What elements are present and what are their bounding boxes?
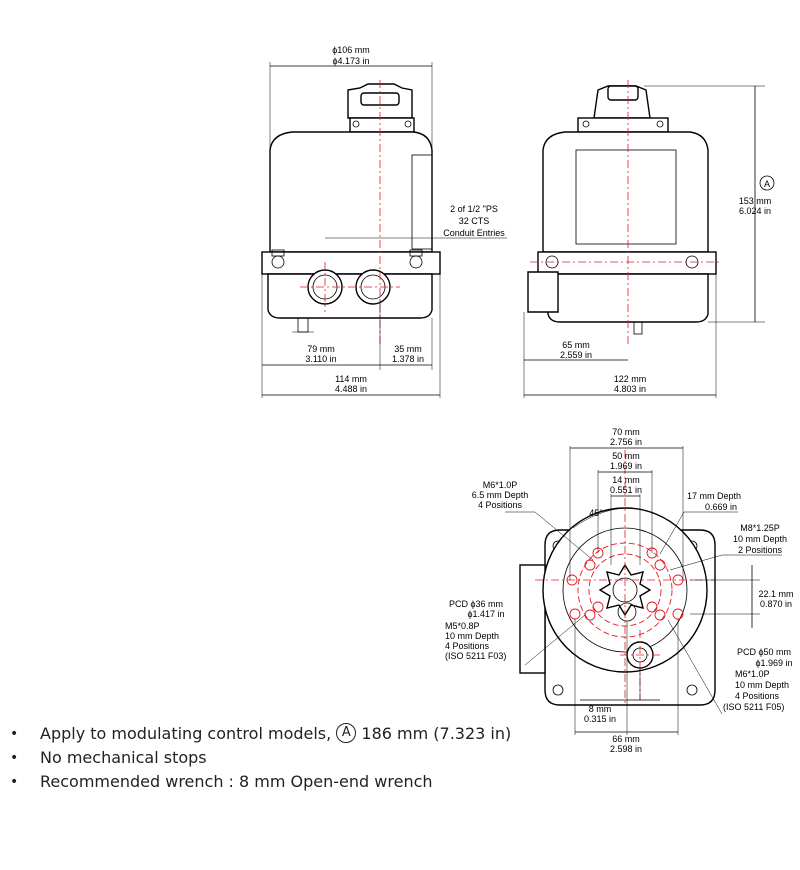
note-2-text: No mechanical stops (40, 748, 207, 767)
pcd50-label-2: ϕ1.969 in (755, 658, 792, 668)
pcd36-label-2: ϕ1.417 in (467, 609, 504, 619)
dim-70-in: 2.756 in (610, 437, 642, 447)
dim-top-width-in: ϕ4.173 in (332, 56, 369, 66)
dim-65-in: 2.559 in (560, 350, 592, 360)
dim-122-in: 4.803 in (614, 384, 646, 394)
note-no-stops: No mechanical stops (10, 746, 511, 770)
m5-label-4: (ISO 5211 F03) (445, 651, 506, 661)
m6b-label-1: M6*1.0P (735, 669, 770, 679)
side-view: A 153 mm 6.024 in 65 mm 2.559 in 122 mm … (523, 80, 775, 398)
m6-label-2: 6.5 mm Depth (472, 490, 529, 500)
dim-8-in: 0.315 in (584, 714, 616, 724)
dim-35-mm: 35 mm (394, 344, 422, 354)
dim-79-in: 3.110 in (305, 354, 336, 364)
dim-top-width-mm: ϕ106 mm (332, 45, 370, 55)
conduit-label-2: 32 CTS (459, 216, 490, 226)
bottom-view: 70 mm 2.756 in 50 mm 1.969 in 14 mm 0.55… (445, 427, 794, 754)
note-1-text: Apply to modulating control models, (40, 724, 332, 743)
dim-65-mm: 65 mm (562, 340, 590, 350)
circle-a-marker: A (336, 723, 357, 743)
conduit-label-1: 2 of 1/2 "PS (450, 204, 498, 214)
m6b-label-4: (ISO 5211 F05) (723, 702, 784, 712)
note-wrench: Recommended wrench : 8 mm Open-end wrenc… (10, 770, 511, 794)
dim-22-in: 0.870 in (760, 599, 792, 609)
m8-label-3: 2 Positions (738, 545, 783, 555)
notes-list: Apply to modulating control models, A 18… (10, 722, 511, 794)
dim-70-mm: 70 mm (612, 427, 640, 437)
conduit-label-3: Conduit Entries (443, 228, 505, 238)
circle-a-label: A (764, 179, 770, 189)
dim-22-mm: 22.1 mm (758, 589, 793, 599)
dim-153-in: 6.024 in (739, 206, 771, 216)
angle-45-label: 45° (589, 508, 603, 518)
m8-label-1: M8*1.25P (740, 523, 780, 533)
m5-label-2: 10 mm Depth (445, 631, 499, 641)
m5-label-1: M5*0.8P (445, 621, 480, 631)
dim-66-mm: 66 mm (612, 734, 640, 744)
pcd50-label-1: PCD ϕ50 mm (737, 647, 791, 657)
m5-label-3: 4 Positions (445, 641, 490, 651)
dim-50-in: 1.969 in (610, 461, 642, 471)
m6-label-1: M6*1.0P (483, 480, 518, 490)
m6b-label-3: 4 Positions (735, 691, 780, 701)
dim-114-mm: 114 mm (335, 374, 367, 384)
dim-14-in: 0.551 in (610, 485, 642, 495)
note-modulating: Apply to modulating control models, A 18… (10, 722, 511, 746)
dim-122-mm: 122 mm (614, 374, 647, 384)
dim-14-mm: 14 mm (612, 475, 640, 485)
dim-50-mm: 50 mm (612, 451, 640, 461)
dim-8-mm: 8 mm (589, 704, 612, 714)
dim-79-mm: 79 mm (307, 344, 335, 354)
m6b-label-2: 10 mm Depth (735, 680, 789, 690)
dim-66-in: 2.598 in (610, 744, 642, 754)
note-1-value: 186 mm (7.323 in) (361, 724, 512, 743)
pcd36-label-1: PCD ϕ36 mm (449, 599, 503, 609)
depth17-label-2: 0.669 in (705, 502, 737, 512)
note-3-text: Recommended wrench : 8 mm Open-end wrenc… (40, 772, 433, 791)
front-view: ϕ106 mm ϕ4.173 in 2 of 1/2 "PS 32 CTS Co… (261, 45, 507, 398)
m8-label-2: 10 mm Depth (733, 534, 787, 544)
dim-35-in: 1.378 in (392, 354, 424, 364)
dim-153-mm: 153 mm (739, 196, 772, 206)
m6-label-3: 4 Positions (478, 500, 523, 510)
depth17-label-1: 17 mm Depth (687, 491, 741, 501)
dim-114-in: 4.488 in (335, 384, 367, 394)
